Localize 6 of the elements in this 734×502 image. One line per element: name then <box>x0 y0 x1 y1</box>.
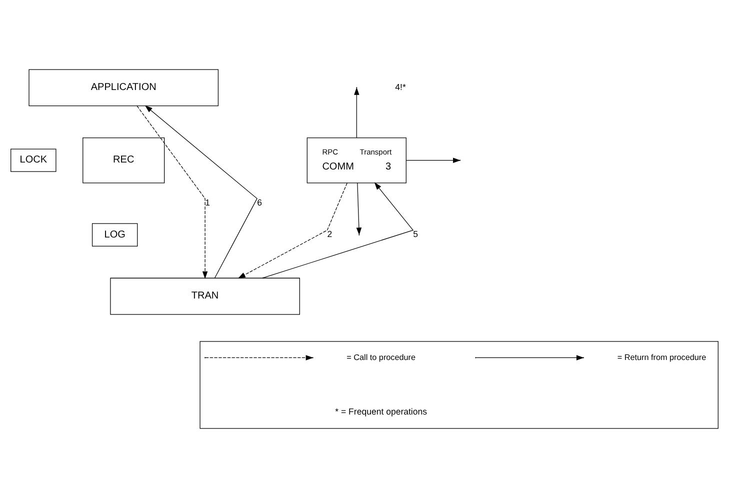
label: * = Frequent operations <box>335 406 428 416</box>
edge-label: 2 <box>327 228 332 239</box>
label: 4!* <box>395 81 406 92</box>
edge-label: 1 <box>205 197 210 208</box>
edge-label: 5 <box>413 228 418 239</box>
edge-label: 6 <box>257 197 262 208</box>
